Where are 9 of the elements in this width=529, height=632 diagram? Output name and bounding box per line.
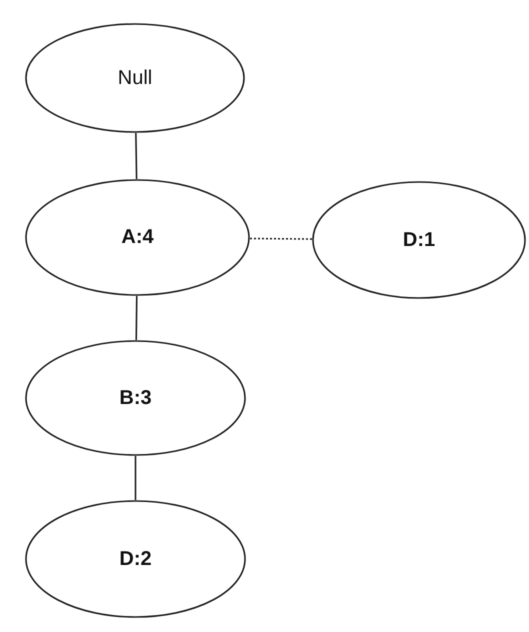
connector-line [135,296,138,340]
connector-line [134,456,136,500]
node-label: Null [118,66,152,90]
node-label: D:1 [402,228,436,252]
connector-line [135,132,138,180]
node-label: B:3 [119,386,152,410]
node-label: A:4 [121,226,154,249]
connector-line [250,238,312,240]
node-label: D:2 [119,548,152,570]
